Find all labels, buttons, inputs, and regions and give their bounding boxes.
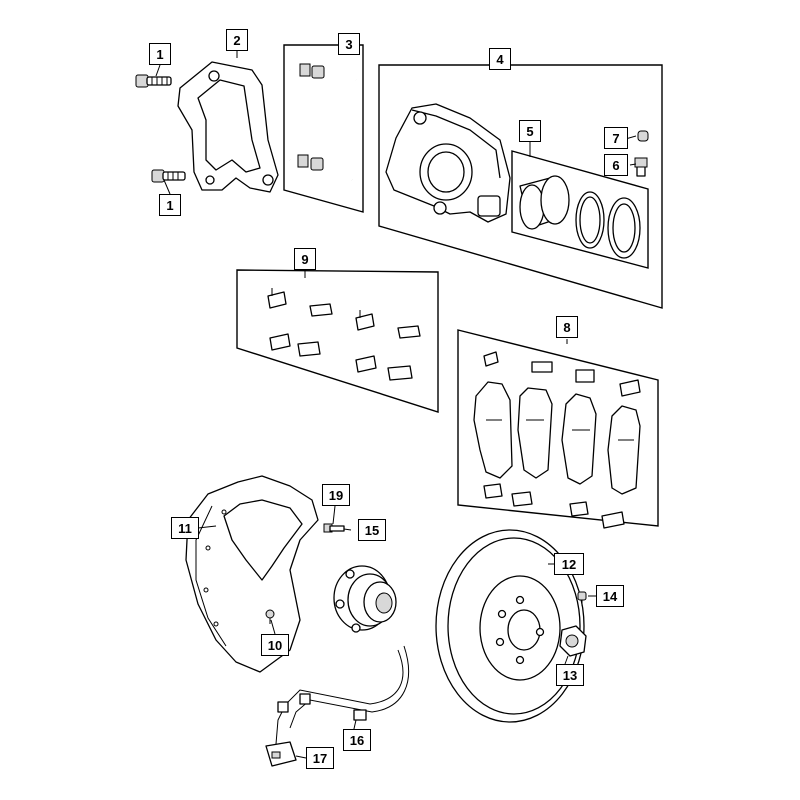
callout-5[interactable]: 5 bbox=[519, 120, 541, 142]
part-3-guide-pin-lower bbox=[289, 154, 353, 182]
part-13-hub-nut bbox=[559, 625, 587, 657]
part-7-bleeder-cap bbox=[637, 130, 649, 142]
part-1-bolt-lower bbox=[151, 169, 186, 183]
callout-16[interactable]: 16 bbox=[343, 729, 371, 751]
callout-7[interactable]: 7 bbox=[604, 127, 628, 149]
callout-1-upper[interactable]: 1 bbox=[149, 43, 171, 65]
part-8-brake-pad-set bbox=[473, 351, 641, 529]
part-3-guide-pin-upper bbox=[289, 63, 357, 82]
callout-1-lower[interactable]: 1 bbox=[159, 194, 181, 216]
part-10-shield-screw bbox=[265, 609, 275, 624]
callout-10[interactable]: 10 bbox=[261, 634, 289, 656]
kit-frame-8 bbox=[457, 329, 659, 527]
callout-4[interactable]: 4 bbox=[489, 48, 511, 70]
kit-frame-3 bbox=[283, 44, 364, 213]
part-14-rotor-screw bbox=[577, 591, 587, 606]
part-16-wheel-speed-harness bbox=[275, 645, 409, 757]
callout-8[interactable]: 8 bbox=[556, 316, 578, 338]
part-4-caliper-housing bbox=[385, 103, 511, 223]
part-2-caliper-bracket bbox=[177, 61, 279, 193]
callout-12[interactable]: 12 bbox=[554, 553, 584, 575]
part-11-dust-shield bbox=[185, 475, 319, 673]
callout-19[interactable]: 19 bbox=[322, 484, 350, 506]
kit-frame-9 bbox=[236, 269, 439, 413]
callout-15[interactable]: 15 bbox=[358, 519, 386, 541]
part-6-bleeder-screw bbox=[634, 157, 648, 177]
part-1-bolt-upper bbox=[135, 74, 172, 88]
part-hub-bearing-assembly bbox=[333, 565, 397, 633]
callout-11[interactable]: 11 bbox=[171, 517, 199, 539]
part-19-wheel-stud bbox=[323, 523, 345, 533]
callout-13[interactable]: 13 bbox=[556, 664, 584, 686]
part-17-connector bbox=[265, 741, 297, 767]
part-12-brake-rotor bbox=[435, 529, 585, 723]
callout-9[interactable]: 9 bbox=[294, 248, 316, 270]
callout-3[interactable]: 3 bbox=[338, 33, 360, 55]
callout-14[interactable]: 14 bbox=[596, 585, 624, 607]
callout-2[interactable]: 2 bbox=[226, 29, 248, 51]
part-9-clip-set bbox=[267, 288, 421, 381]
part-5-piston-kit bbox=[519, 175, 641, 259]
callout-17[interactable]: 17 bbox=[306, 747, 334, 769]
callout-6[interactable]: 6 bbox=[604, 154, 628, 176]
